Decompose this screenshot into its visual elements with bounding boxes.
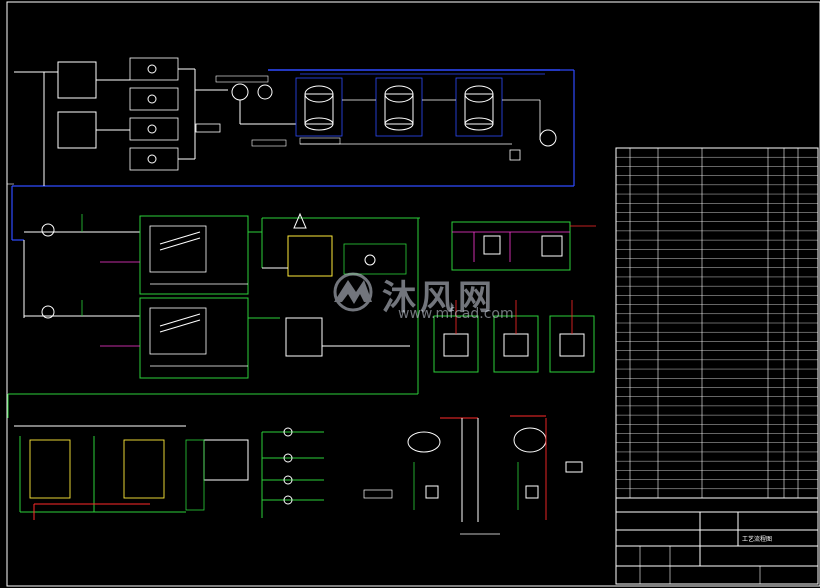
mixed-bed-2 [123,439,165,499]
watermark-url: www.mfcad.com [398,306,514,322]
drawing-frame [6,1,820,587]
pretreatment-section [11,57,575,241]
raw-water-tank [57,61,97,99]
ro-unit-1 [139,215,249,295]
multimedia-filter-2 [375,77,423,137]
vessel-2 [513,427,547,453]
multimedia-filter-1 [295,77,343,137]
ro-unit-2 [139,297,249,379]
multimedia-filter-3 [455,77,503,137]
edi-unit [451,221,571,271]
mixed-bed-1 [29,439,71,499]
drawing-title: 工艺流程图 [742,535,772,543]
equipment-list-table: 工艺流程图 [615,147,819,585]
pure-water-tank [287,235,333,277]
table-rows [616,157,818,489]
final-water-tank [203,439,249,481]
polishing-section [14,415,583,535]
buffer-tank [57,111,97,149]
watermark-brand: 沐风网 [382,278,496,318]
mfcad-logo [333,272,373,312]
ro-section [7,212,596,418]
vessel-1 [407,431,441,453]
